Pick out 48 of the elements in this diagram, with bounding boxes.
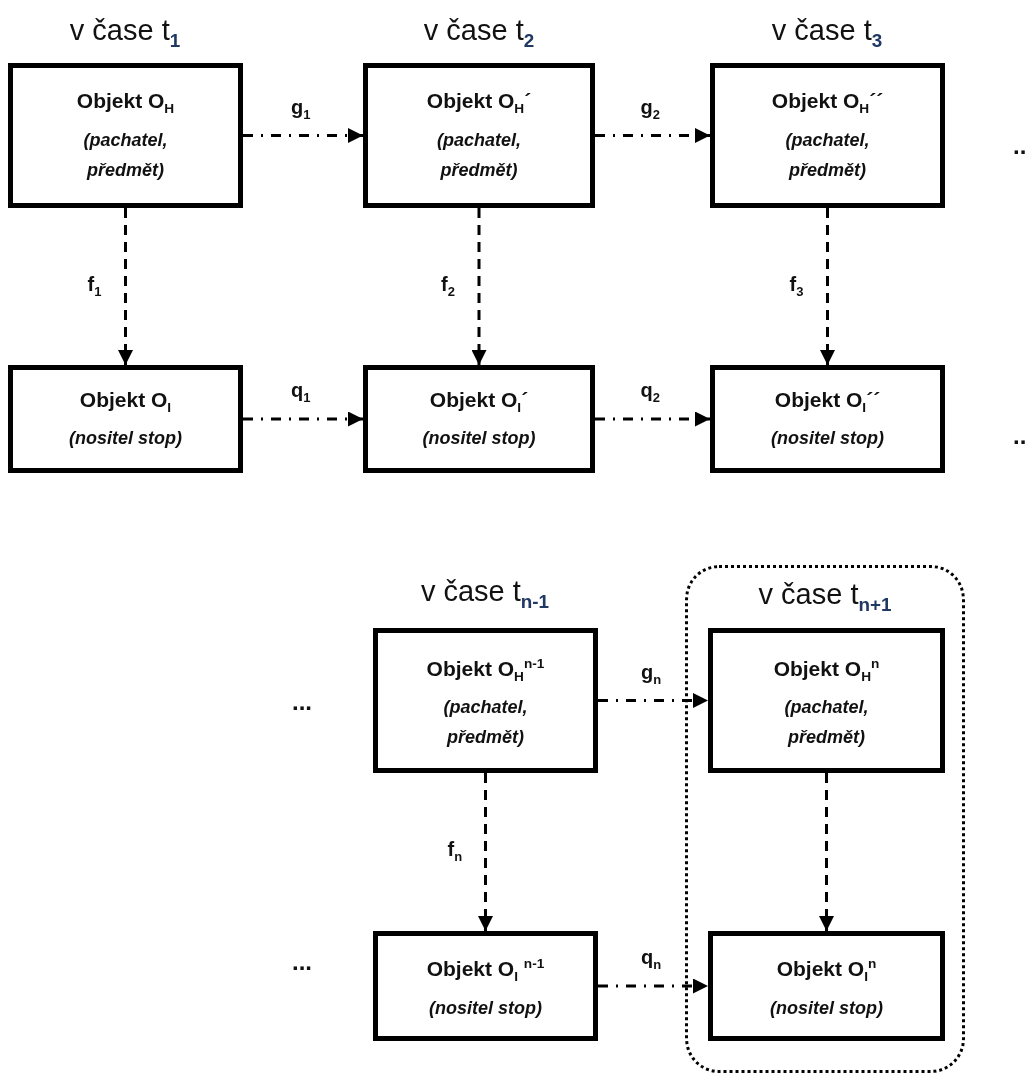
object-name: Objekt O$_{I}$ <box>79 386 172 418</box>
object-role: (nositel stop) <box>422 427 536 451</box>
arrow <box>598 978 708 994</box>
arrow <box>471 208 487 365</box>
arrow <box>595 128 710 143</box>
object-name: Objekt O$_{I}$´´ <box>774 386 881 418</box>
object-box <box>8 63 243 208</box>
object-role: (pachatel, předmět) <box>436 128 522 182</box>
group-frame <box>685 565 965 1073</box>
object-box <box>363 63 595 208</box>
object-role: (pachatel, předmět) <box>784 128 871 182</box>
object-box <box>710 63 945 208</box>
arrow <box>598 693 708 708</box>
object-box <box>708 931 945 1041</box>
ellipsis: .. <box>1013 422 1027 450</box>
arrow <box>820 208 835 365</box>
object-role: (nositel stop) <box>69 427 182 451</box>
arrow <box>243 411 363 427</box>
object-role: (pachatel, předmět) <box>783 696 870 750</box>
object-name: Objekt O$_{H}$´ <box>426 88 532 119</box>
object-role: (pachatel, předmět) <box>442 696 529 750</box>
object-name: Objekt O$_{I}$´ <box>429 386 529 418</box>
object-name: Objekt O$_{H}$´´ <box>771 88 884 119</box>
object-box <box>8 365 243 473</box>
object-box <box>708 628 945 773</box>
object-box <box>363 365 595 473</box>
ellipsis: .. <box>1013 132 1027 160</box>
arrow <box>595 411 710 427</box>
object-box <box>710 365 945 473</box>
time-heading: v čase t$_{2}$ <box>423 14 535 52</box>
ellipsis: ... <box>292 688 312 716</box>
object-role: (nositel stop) <box>429 996 542 1020</box>
time-heading: v čase t$_{1}$ <box>69 14 181 52</box>
time-heading: v čase t$_{3}$ <box>771 14 883 52</box>
edge-label: f$_{n}$ <box>445 838 465 864</box>
object-role: (nositel stop) <box>770 996 883 1020</box>
arrow <box>478 773 493 931</box>
object-name: Objekt O$_{H}$ <box>76 88 175 119</box>
time-heading: v čase t$_{n+1}$ <box>758 578 892 616</box>
object-box <box>373 931 598 1041</box>
ellipsis: ... <box>292 948 312 976</box>
arrow <box>118 208 133 365</box>
object-box <box>373 628 598 773</box>
object-role: (nositel stop) <box>771 427 884 451</box>
time-heading: v čase t$_{n-1}$ <box>420 575 550 613</box>
object-role: (pachatel, předmět) <box>82 128 169 182</box>
arrow <box>819 773 834 931</box>
arrow <box>243 128 363 143</box>
